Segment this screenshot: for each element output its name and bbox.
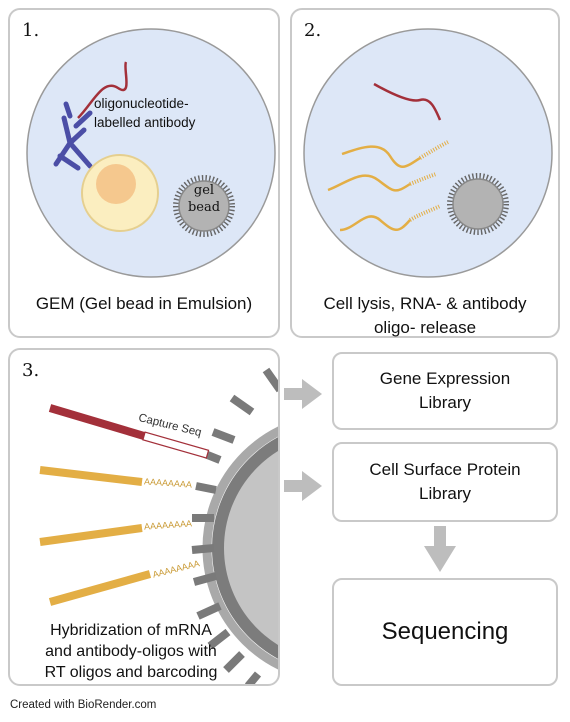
panel-number: 1. xyxy=(22,20,40,41)
released-mrna-strands xyxy=(327,140,449,232)
panel-lysis: 2. Cell lysis, RNA- & antibody oligo- re… xyxy=(290,8,560,338)
antibody-icon xyxy=(53,101,93,171)
hybridization-caption-line2: and antibody-oligos with xyxy=(45,643,217,660)
gene-expression-line2: Library xyxy=(419,393,471,412)
cell-surface-line2: Library xyxy=(419,484,471,503)
arrow-down-icon xyxy=(424,526,456,572)
mrna-bar xyxy=(39,466,143,486)
gel-bead-icon xyxy=(173,175,235,237)
gem-caption: GEM (Gel bead in Emulsion) xyxy=(35,294,253,313)
panel-number: 2. xyxy=(304,20,322,41)
hybridization-caption-line1: Hybridization of mRNA xyxy=(50,622,212,639)
antibody-label-line2: labelled antibody xyxy=(94,115,196,130)
lysis-caption-line2: oligo- release xyxy=(373,318,477,337)
mrna-bar xyxy=(48,570,152,606)
hybridization-caption-line3: RT oligos and barcoding xyxy=(44,664,218,681)
antibody-label-line1: oligonucleotide- xyxy=(94,96,189,111)
emulsion-droplet xyxy=(303,28,553,278)
capture-seq-box xyxy=(142,431,210,459)
panel-number: 3. xyxy=(22,360,40,381)
arrow-right-icon xyxy=(284,471,322,501)
mrna-bar xyxy=(39,524,143,546)
bead-oligos xyxy=(191,367,278,684)
sequencing-label: Sequencing xyxy=(381,618,509,645)
lysis-illustration xyxy=(303,28,553,278)
gel-bead-icon xyxy=(447,173,509,235)
arrow-right-icon xyxy=(284,379,322,409)
hybridization-caption: Hybridization of mRNA and antibody-oligo… xyxy=(10,620,252,683)
lysis-caption: Cell lysis, RNA- & antibody oligo- relea… xyxy=(292,292,558,340)
gene-expression-line1: Gene Expression xyxy=(379,369,511,388)
antibody-oligo-strand xyxy=(77,61,128,119)
bead-label-line1: gel xyxy=(193,183,215,198)
biorender-credit: Created with BioRender.com xyxy=(10,699,157,711)
hybridization-illustration xyxy=(39,367,278,684)
cell-surface-line1: Cell Surface Protein xyxy=(369,460,521,479)
sequencing-box: Sequencing xyxy=(332,578,558,686)
gene-expression-library-box: Gene Expression Library xyxy=(332,352,558,430)
gem-illustration xyxy=(26,28,276,278)
bead-label-line2: bead xyxy=(187,200,221,215)
lysis-caption-line1: Cell lysis, RNA- & antibody xyxy=(323,294,527,313)
released-antibody-oligo xyxy=(373,82,442,121)
antibody-oligo-bar xyxy=(48,404,146,440)
cell-surface-protein-library-box: Cell Surface Protein Library xyxy=(332,442,558,522)
cell-nucleus xyxy=(96,164,136,204)
panel-hybridization: 3. Capture Seq AAAAAAAA AAAAAAAA xyxy=(8,348,280,686)
panel-gem: 1. oligonucleotide- labelled antibody ge… xyxy=(8,8,280,338)
